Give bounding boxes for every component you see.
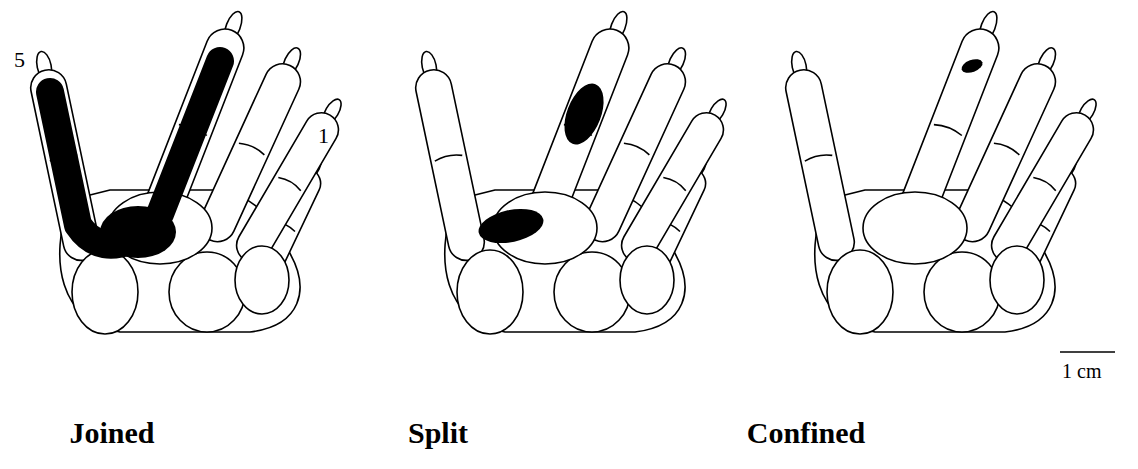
joined-region	[50, 61, 220, 258]
hand-drawing	[778, 5, 1108, 334]
panel-caption: Confined	[747, 416, 865, 449]
digit-number: 5	[14, 48, 25, 72]
scale-bar	[1060, 351, 1115, 353]
panel-caption: Joined	[69, 416, 154, 449]
panel-caption: Split	[408, 416, 468, 449]
confined-region	[960, 57, 985, 76]
scale-label: 1 cm	[1062, 360, 1101, 382]
split-region	[475, 78, 611, 248]
digit-number: 1	[318, 124, 329, 148]
hand-drawing	[23, 5, 353, 334]
hand-drawing	[408, 5, 738, 334]
